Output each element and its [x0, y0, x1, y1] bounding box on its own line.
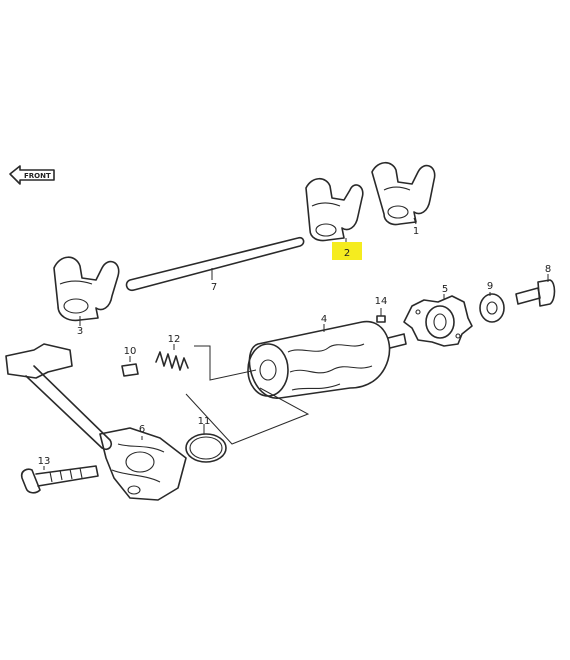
label-part-1: 1: [413, 226, 419, 237]
plunger-10: [121, 356, 139, 377]
spring-12: [155, 344, 189, 371]
label-part-14: 14: [375, 296, 388, 307]
front-label: FRONT: [24, 172, 51, 180]
label-part-4: 4: [321, 314, 327, 325]
label-part-8: 8: [545, 264, 551, 275]
front-direction-arrow: FRONT: [9, 165, 55, 185]
washer-9: [479, 292, 505, 323]
label-part-2: 2: [344, 248, 350, 259]
label-part-11: 11: [198, 416, 211, 427]
fork-shaft-7: [125, 236, 305, 292]
o-ring-11: [185, 424, 227, 463]
bolt-13: [20, 465, 99, 494]
label-part-3: 3: [77, 326, 83, 337]
label-part-10: 10: [124, 346, 137, 357]
shift-fork-1: [371, 161, 436, 226]
label-part-7: 7: [211, 282, 217, 293]
label-part-5: 5: [442, 284, 448, 295]
shift-fork-2: [305, 177, 364, 248]
shift-drum-4: [247, 320, 407, 399]
bolt-8: [515, 274, 556, 307]
label-part-13: 13: [38, 456, 51, 467]
label-part-12: 12: [168, 334, 181, 345]
gear-shift-shaft-6: [5, 343, 187, 501]
assembly-leader-line: [185, 387, 310, 445]
cam-plate-5: [403, 294, 473, 347]
label-part-6: 6: [139, 424, 145, 435]
shift-fork-3: [53, 256, 120, 326]
part-2-highlight: [332, 242, 362, 260]
label-part-9: 9: [487, 281, 493, 292]
pin-14: [376, 308, 386, 323]
